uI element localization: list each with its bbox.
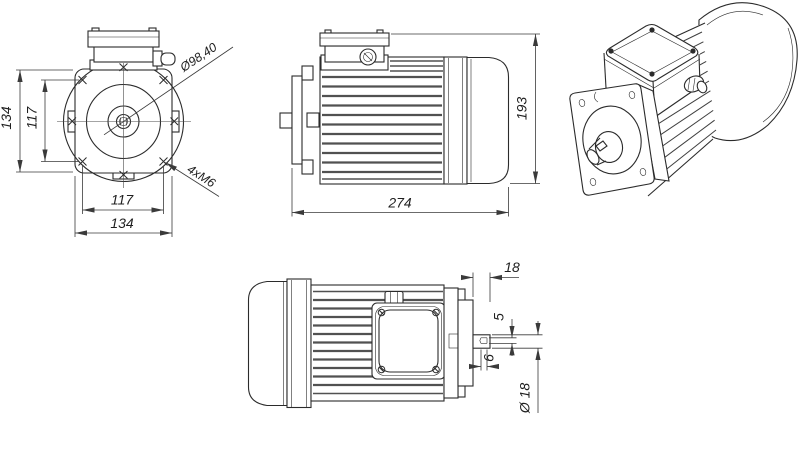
shaft-stub-top — [472, 334, 491, 349]
front-dimensions: 134 117 117 134 Ø98,40 4xM6 — [0, 40, 234, 237]
dim-mounting-holes: 4xM6 — [185, 162, 218, 190]
terminal-box-screws — [377, 308, 440, 374]
top-view: 18 5 6 Ø 18 — [247, 259, 543, 414]
dim-front-flange-width: 134 — [110, 215, 134, 231]
shaft-key-iso — [595, 140, 608, 152]
isometric-view — [569, 2, 798, 197]
fan-cover-top — [247, 280, 288, 407]
fan-cowl-band-top — [286, 278, 312, 409]
dim-keyway-length: 6 — [481, 354, 497, 362]
dim-front-bolt-spacing-horizontal: 117 — [111, 192, 135, 208]
cable-gland-iso — [683, 75, 708, 94]
dim-shaft-extension: 18 — [504, 259, 520, 275]
dim-overall-length: 274 — [387, 195, 412, 211]
keyway — [479, 337, 488, 344]
side-dimensions: 274 193 — [291, 33, 540, 217]
shaft-stub-side — [279, 112, 293, 129]
terminal-box-front — [87, 27, 176, 71]
terminal-box-top — [371, 302, 446, 380]
flange-bolt-holes-iso — [578, 91, 647, 186]
lug-iso — [594, 91, 599, 103]
fan-cowl-band-side — [443, 56, 468, 185]
shaft-top — [472, 334, 491, 349]
dim-keyway-width: 5 — [491, 313, 507, 321]
fan-cover-side — [466, 56, 510, 185]
side-view: 274 193 — [279, 29, 540, 217]
dim-spigot-diameter: Ø98,40 — [177, 40, 220, 75]
terminal-box-side — [319, 29, 390, 71]
flange-top — [443, 287, 474, 399]
dim-shaft-diameter: Ø 18 — [517, 383, 533, 415]
fan-cover-iso — [697, 2, 798, 142]
spigot-diameter-leader — [103, 46, 234, 136]
dim-front-flange-height: 134 — [0, 106, 14, 130]
terminal-box-screws-iso — [608, 27, 696, 77]
top-dimensions: 18 5 6 Ø 18 — [461, 259, 543, 414]
shaft-iso — [586, 137, 608, 166]
dim-front-bolt-spacing-vertical: 117 — [24, 106, 40, 130]
terminal-box-lid — [87, 30, 160, 48]
front-view: 134 117 117 134 Ø98,40 4xM6 — [0, 27, 234, 237]
flange-side — [291, 65, 320, 175]
shaft-boss-iso — [594, 130, 624, 164]
cooling-fins-side — [322, 60, 443, 180]
flange-iso — [569, 83, 670, 196]
dim-overall-height: 193 — [514, 97, 530, 121]
spigot-iso — [582, 105, 642, 175]
bolt-hole-leader — [165, 162, 220, 197]
cable-gland-front — [152, 50, 176, 67]
cable-gland-side — [359, 48, 377, 66]
